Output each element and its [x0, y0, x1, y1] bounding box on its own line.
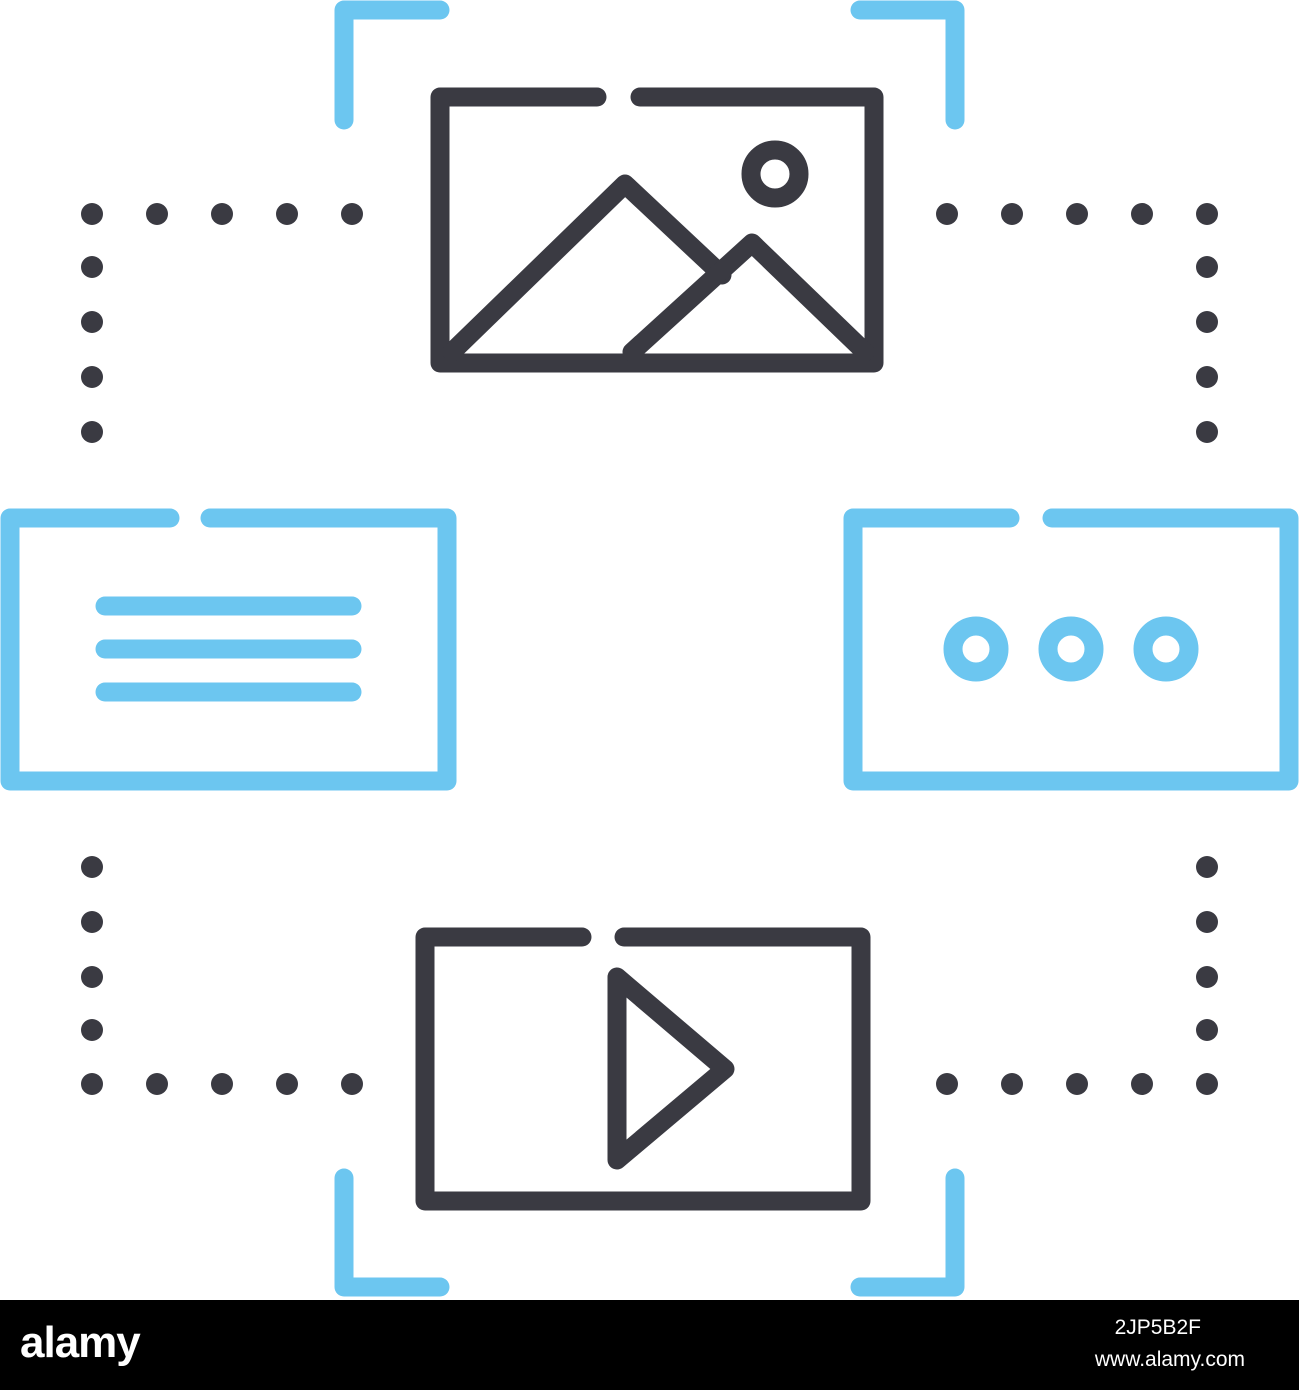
connector-dot: [211, 1073, 233, 1095]
connector-dot: [81, 966, 103, 988]
connector-dot: [1001, 203, 1023, 225]
image-card-icon: [430, 87, 884, 373]
connector-dot: [936, 203, 958, 225]
connector-dot: [81, 856, 103, 878]
connector-dot: [1196, 1073, 1218, 1095]
connector-dot: [81, 911, 103, 933]
connector-dot: [1066, 203, 1088, 225]
connector-dot: [211, 203, 233, 225]
connector-dot: [81, 421, 103, 443]
connector-dot: [1001, 1073, 1023, 1095]
connector-dot: [81, 203, 103, 225]
footer-bar: alamy 2JP5B2F www.alamy.com: [0, 1300, 1299, 1390]
connector-dot: [1131, 203, 1153, 225]
connector-dot: [936, 1073, 958, 1095]
connector-dot: [81, 366, 103, 388]
connector-dot: [1196, 966, 1218, 988]
connector-dot: [1196, 911, 1218, 933]
connector-dot: [341, 1073, 363, 1095]
connector-dot: [1196, 856, 1218, 878]
video-card-icon: [415, 927, 871, 1211]
footer-image-id: 2JP5B2F: [1114, 1316, 1201, 1339]
connector-dot: [1196, 256, 1218, 278]
footer-url: www.alamy.com: [1094, 1348, 1245, 1371]
connector-dot: [276, 1073, 298, 1095]
connector-dot: [81, 311, 103, 333]
connector-dot: [81, 256, 103, 278]
connector-dot: [81, 1073, 103, 1095]
connector-dot: [1131, 1073, 1153, 1095]
connector-dot: [1196, 366, 1218, 388]
connector-dot: [341, 203, 363, 225]
text-card-icon: [0, 508, 457, 791]
connector-dot: [146, 203, 168, 225]
focus-bracket-icon: [334, 0, 965, 1297]
connector-dot: [1196, 1019, 1218, 1041]
connector-dot: [276, 203, 298, 225]
more-card-icon: [843, 508, 1299, 791]
connector-dot: [81, 1019, 103, 1041]
connector-dot: [1066, 1073, 1088, 1095]
connector-dot: [1196, 203, 1218, 225]
content-structure-illustration: [0, 0, 1299, 1297]
dotted-connector-icon: [81, 203, 1218, 1095]
footer-logo: alamy: [20, 1318, 141, 1367]
connector-dot: [1196, 311, 1218, 333]
connector-dot: [1196, 421, 1218, 443]
connector-dot: [146, 1073, 168, 1095]
